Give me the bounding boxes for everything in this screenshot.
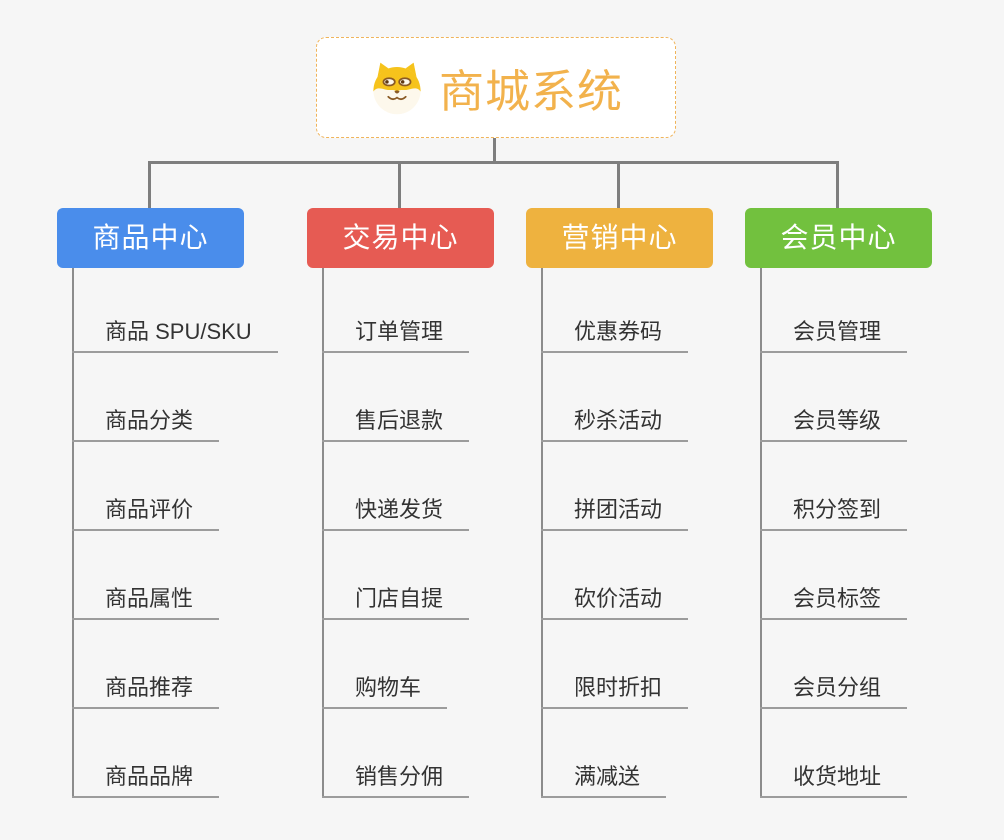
leaf-node[interactable]: 商品评价 — [72, 492, 220, 531]
branch-box-marketing-center[interactable]: 营销中心 — [526, 208, 713, 268]
branch-box-member-center[interactable]: 会员中心 — [745, 208, 932, 268]
leaf-node[interactable]: 收货地址 — [760, 759, 908, 798]
branch-line — [541, 268, 543, 798]
leaf-node[interactable]: 商品属性 — [72, 581, 220, 620]
list-item: 拼团活动 — [541, 442, 689, 531]
list-item: 会员等级 — [760, 353, 908, 442]
leaf-node[interactable]: 订单管理 — [322, 314, 470, 353]
branch-line — [72, 268, 74, 798]
leaf-node[interactable]: 商品分类 — [72, 403, 220, 442]
leaf-node[interactable]: 商品推荐 — [72, 670, 220, 709]
list-item: 商品评价 — [72, 442, 278, 531]
branch-box-product-center[interactable]: 商品中心 — [57, 208, 244, 268]
leaf-node[interactable]: 售后退款 — [322, 403, 470, 442]
list-item: 限时折扣 — [541, 620, 689, 709]
list-item: 购物车 — [322, 620, 469, 709]
leaf-node[interactable]: 商品 SPU/SKU — [72, 314, 278, 353]
leaf-node[interactable]: 会员分组 — [760, 670, 908, 709]
leaf-node[interactable]: 秒杀活动 — [541, 403, 689, 442]
list-item: 会员标签 — [760, 531, 908, 620]
leaf-node[interactable]: 商品品牌 — [72, 759, 220, 798]
list-item: 收货地址 — [760, 709, 908, 798]
list-item: 砍价活动 — [541, 531, 689, 620]
connector-drop — [617, 161, 620, 210]
branch-box-transaction-center[interactable]: 交易中心 — [307, 208, 494, 268]
list-item: 会员管理 — [760, 264, 908, 353]
leaf-node[interactable]: 会员管理 — [760, 314, 908, 353]
leaf-node[interactable]: 限时折扣 — [541, 670, 689, 709]
list-item: 门店自提 — [322, 531, 470, 620]
leaf-node[interactable]: 优惠券码 — [541, 314, 689, 353]
list-item: 积分签到 — [760, 442, 908, 531]
leaf-node[interactable]: 门店自提 — [322, 581, 470, 620]
branch-children-marketing-center: 优惠券码 秒杀活动 拼团活动 砍价活动 限时折扣 满减送 — [541, 264, 689, 798]
leaf-node[interactable]: 砍价活动 — [541, 581, 689, 620]
root-node-mall-system[interactable]: 商城系统 — [316, 37, 676, 138]
list-item: 商品 SPU/SKU — [72, 264, 278, 353]
list-item: 满减送 — [541, 709, 688, 798]
connector-drop — [398, 161, 401, 210]
leaf-node[interactable]: 销售分佣 — [322, 759, 470, 798]
leaf-node[interactable]: 拼团活动 — [541, 492, 689, 531]
leaf-node[interactable]: 积分签到 — [760, 492, 908, 531]
shiba-dog-icon — [373, 62, 421, 114]
leaf-node[interactable]: 满减送 — [541, 759, 667, 798]
connector-trunk — [493, 138, 496, 164]
leaf-node[interactable]: 会员等级 — [760, 403, 908, 442]
list-item: 商品推荐 — [72, 620, 278, 709]
list-item: 会员分组 — [760, 620, 908, 709]
list-item: 快递发货 — [322, 442, 470, 531]
list-item: 商品品牌 — [72, 709, 278, 798]
list-item: 商品分类 — [72, 353, 278, 442]
branch-children-member-center: 会员管理 会员等级 积分签到 会员标签 会员分组 收货地址 — [760, 264, 908, 798]
branch-line — [322, 268, 324, 798]
list-item: 优惠券码 — [541, 264, 689, 353]
leaf-node[interactable]: 快递发货 — [322, 492, 470, 531]
branch-line — [760, 268, 762, 798]
branch-children-transaction-center: 订单管理 售后退款 快递发货 门店自提 购物车 销售分佣 — [322, 264, 470, 798]
list-item: 商品属性 — [72, 531, 278, 620]
leaf-node[interactable]: 会员标签 — [760, 581, 908, 620]
list-item: 销售分佣 — [322, 709, 470, 798]
root-title: 商城系统 — [438, 66, 623, 117]
branch-children-product-center: 商品 SPU/SKU 商品分类 商品评价 商品属性 商品推荐 商品品牌 — [72, 264, 278, 798]
leaf-node[interactable]: 购物车 — [322, 670, 448, 709]
list-item: 售后退款 — [322, 353, 470, 442]
list-item: 秒杀活动 — [541, 353, 689, 442]
connector-bus — [148, 161, 839, 164]
list-item: 订单管理 — [322, 264, 470, 353]
connector-drop — [836, 161, 839, 210]
connector-drop — [148, 161, 151, 210]
